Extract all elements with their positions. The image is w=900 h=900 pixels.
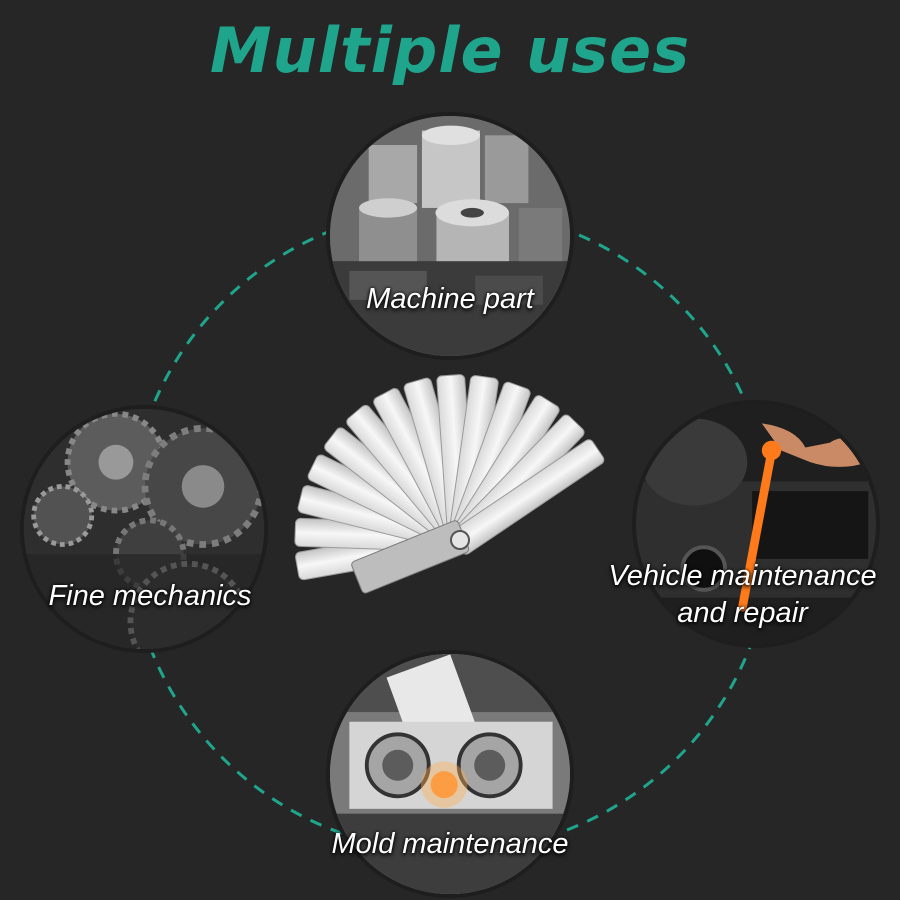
machine-part-photo (326, 112, 574, 360)
fine-mechanics-photo (20, 405, 268, 653)
mold-maintenance-photo (326, 650, 574, 898)
vehicle-label-line2: and repair (677, 597, 808, 629)
mold-maintenance-label: Mold maintenance (331, 828, 569, 860)
machine-part-label: Machine part (366, 283, 534, 315)
vehicle-label-line1: Vehicle maintenance (608, 560, 877, 592)
fine-mechanics-label: Fine mechanics (48, 580, 252, 612)
vehicle-maintenance-label: Vehicle maintenance and repair (585, 558, 900, 632)
page-title: Multiple uses (209, 14, 691, 87)
feeler-gauge-image (294, 374, 605, 594)
vehicle-maintenance-photo (632, 400, 880, 648)
